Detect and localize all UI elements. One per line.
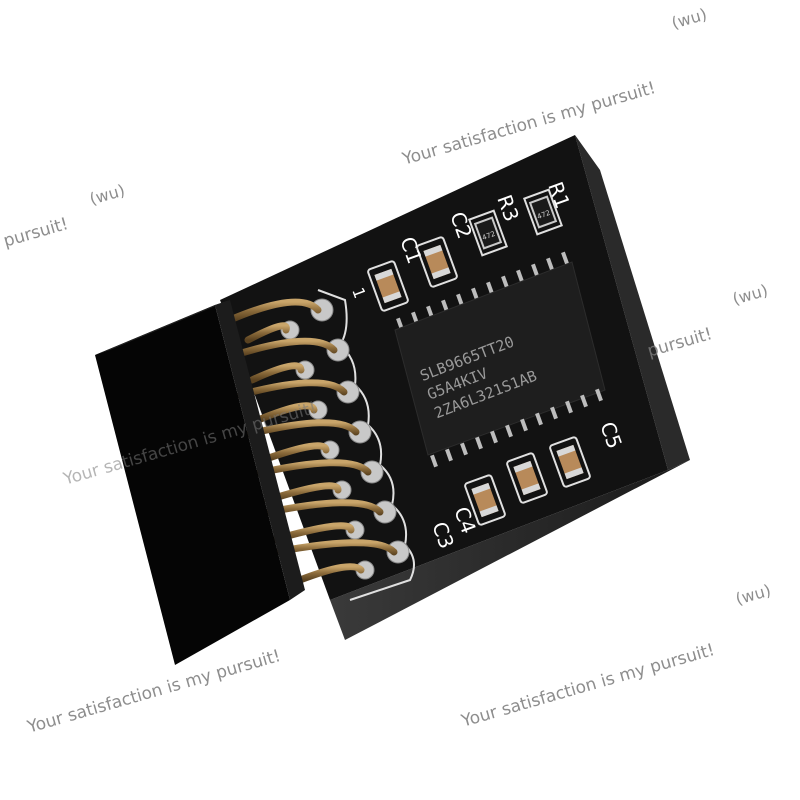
header-housing-front	[215, 300, 305, 600]
resistor-r1: 472	[523, 188, 563, 236]
capacitor-middle	[506, 452, 548, 504]
chip-pins-top	[396, 251, 569, 331]
capacitor-c1	[367, 260, 409, 312]
pcb-edge	[575, 135, 690, 470]
pcb-bottom-edge	[330, 460, 690, 640]
capacitor-c5	[549, 436, 591, 488]
chip-body	[394, 261, 606, 456]
tpm-chip: SLB9665TT20 G5A4KIV 2ZA6L321S1AB	[394, 251, 606, 468]
capacitor-c2	[416, 236, 458, 288]
header-housing-side	[95, 305, 290, 665]
header-pins	[226, 298, 398, 584]
header-housing-top	[95, 300, 230, 355]
chip-pins-bottom	[430, 388, 603, 468]
resistor-r3: 472	[468, 209, 508, 257]
capacitor-c3-c4	[464, 474, 506, 526]
